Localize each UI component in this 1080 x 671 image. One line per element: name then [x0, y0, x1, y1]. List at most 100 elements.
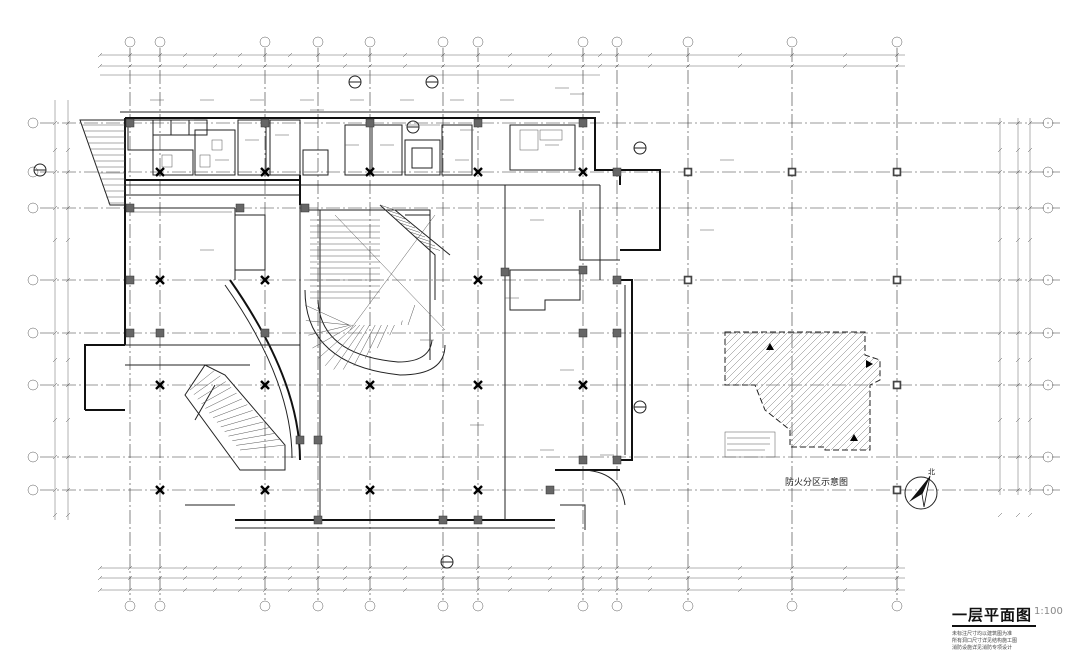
dimension-tick [1027, 382, 1033, 388]
column-x-marker [473, 380, 483, 390]
grid-bubble [27, 274, 39, 286]
structural-column [365, 118, 375, 128]
grid-bubble [154, 600, 166, 612]
dimension-tick [789, 565, 795, 571]
stair-tread [216, 410, 253, 423]
hatch-line [792, 332, 880, 450]
hatch-line [891, 330, 1021, 460]
hatch-line [725, 332, 805, 450]
dimension-tick [65, 330, 71, 336]
stair-tread [365, 324, 382, 359]
dimension-tick [97, 565, 103, 571]
section-symbol [33, 163, 47, 177]
hatch-line [968, 330, 1080, 460]
structural-column [578, 328, 588, 338]
hatch-line [940, 330, 1070, 460]
hatch-line [725, 332, 742, 450]
dimension-tick [1015, 330, 1021, 336]
hatch-line [725, 332, 728, 450]
hatch-line [926, 330, 1056, 460]
dimension-tick [614, 52, 620, 58]
dimension-tick [182, 575, 188, 581]
dimension-tick [789, 575, 795, 581]
hatch-line [725, 332, 749, 450]
dimension-tick [789, 587, 795, 593]
column-x-marker [365, 380, 375, 390]
dimension-tick [737, 63, 743, 69]
dimension-tick [65, 487, 71, 493]
dimension-tick [1015, 147, 1021, 153]
hatch-line [725, 332, 833, 450]
axis-lines [40, 48, 1060, 600]
dimension-tick [685, 565, 691, 571]
hatch-line [725, 332, 770, 450]
column-x-marker [155, 275, 165, 285]
stair-tread [325, 324, 361, 366]
dimension-tick [737, 565, 743, 571]
dimension-tick [1027, 169, 1033, 175]
dimension-tick [287, 575, 293, 581]
dimension-tick [737, 575, 743, 581]
dimension-tick [997, 330, 1003, 336]
grid-bubble [786, 36, 798, 48]
dimension-tick [262, 575, 268, 581]
grid-bubble [312, 600, 324, 612]
column-x-marker [473, 485, 483, 495]
dimension-tick [402, 52, 408, 58]
dimension-tick [157, 575, 163, 581]
dimension-tick [65, 169, 71, 175]
hatch-line [848, 332, 880, 450]
dimension-tick [894, 52, 900, 58]
dimension-tick [1027, 512, 1033, 518]
hatch-line [1031, 330, 1080, 460]
dimension-tick [1027, 147, 1033, 153]
column-x-marker [473, 167, 483, 177]
dimension-tick [237, 575, 243, 581]
hatch-line [820, 332, 880, 450]
structural-column [578, 455, 588, 465]
dimension-tick [647, 565, 653, 571]
dimension-tick [597, 575, 603, 581]
grid-bubbles-left [27, 117, 39, 496]
dimension-tick [52, 237, 58, 243]
dimension-tick [997, 417, 1003, 423]
column-x-marker [260, 167, 270, 177]
dimension-tick [614, 63, 620, 69]
stair-tread [389, 324, 395, 336]
dimension-tick [52, 454, 58, 460]
grid-bubble [891, 36, 903, 48]
dimension-tick [212, 52, 218, 58]
dimension-tick [52, 147, 58, 153]
dimension-tick [997, 120, 1003, 126]
dimension-ticks [52, 52, 1033, 593]
hatch-line [869, 332, 880, 450]
grid-bubble [27, 379, 39, 391]
dimension-tick [52, 487, 58, 493]
dimension-tick [402, 575, 408, 581]
stair-tread [409, 231, 426, 238]
dimension-tick [127, 63, 133, 69]
dimension-tick [547, 587, 553, 593]
grid-bubble [154, 36, 166, 48]
columns [125, 118, 902, 525]
column-x-marker [260, 380, 270, 390]
dimension-tick [440, 575, 446, 581]
dimension-tick [157, 587, 163, 593]
dimension-tick [367, 575, 373, 581]
structural-column [260, 118, 270, 128]
dimension-tick [52, 382, 58, 388]
dimension-tick [157, 565, 163, 571]
dimension-tick [1015, 417, 1021, 423]
grid-bubble [891, 600, 903, 612]
structural-column-open [684, 276, 692, 284]
dimension-tick [737, 587, 743, 593]
drawing-note-1: 未标注尺寸均以建筑图为准 [952, 631, 1013, 637]
dimension-tick [65, 357, 71, 363]
structural-column [473, 118, 483, 128]
dimension-tick [685, 587, 691, 593]
hatch-line [583, 330, 713, 460]
hatch-line [1010, 330, 1080, 460]
hatch-line [1052, 330, 1080, 460]
stair-tread [400, 320, 403, 326]
dimension-tick [547, 63, 553, 69]
